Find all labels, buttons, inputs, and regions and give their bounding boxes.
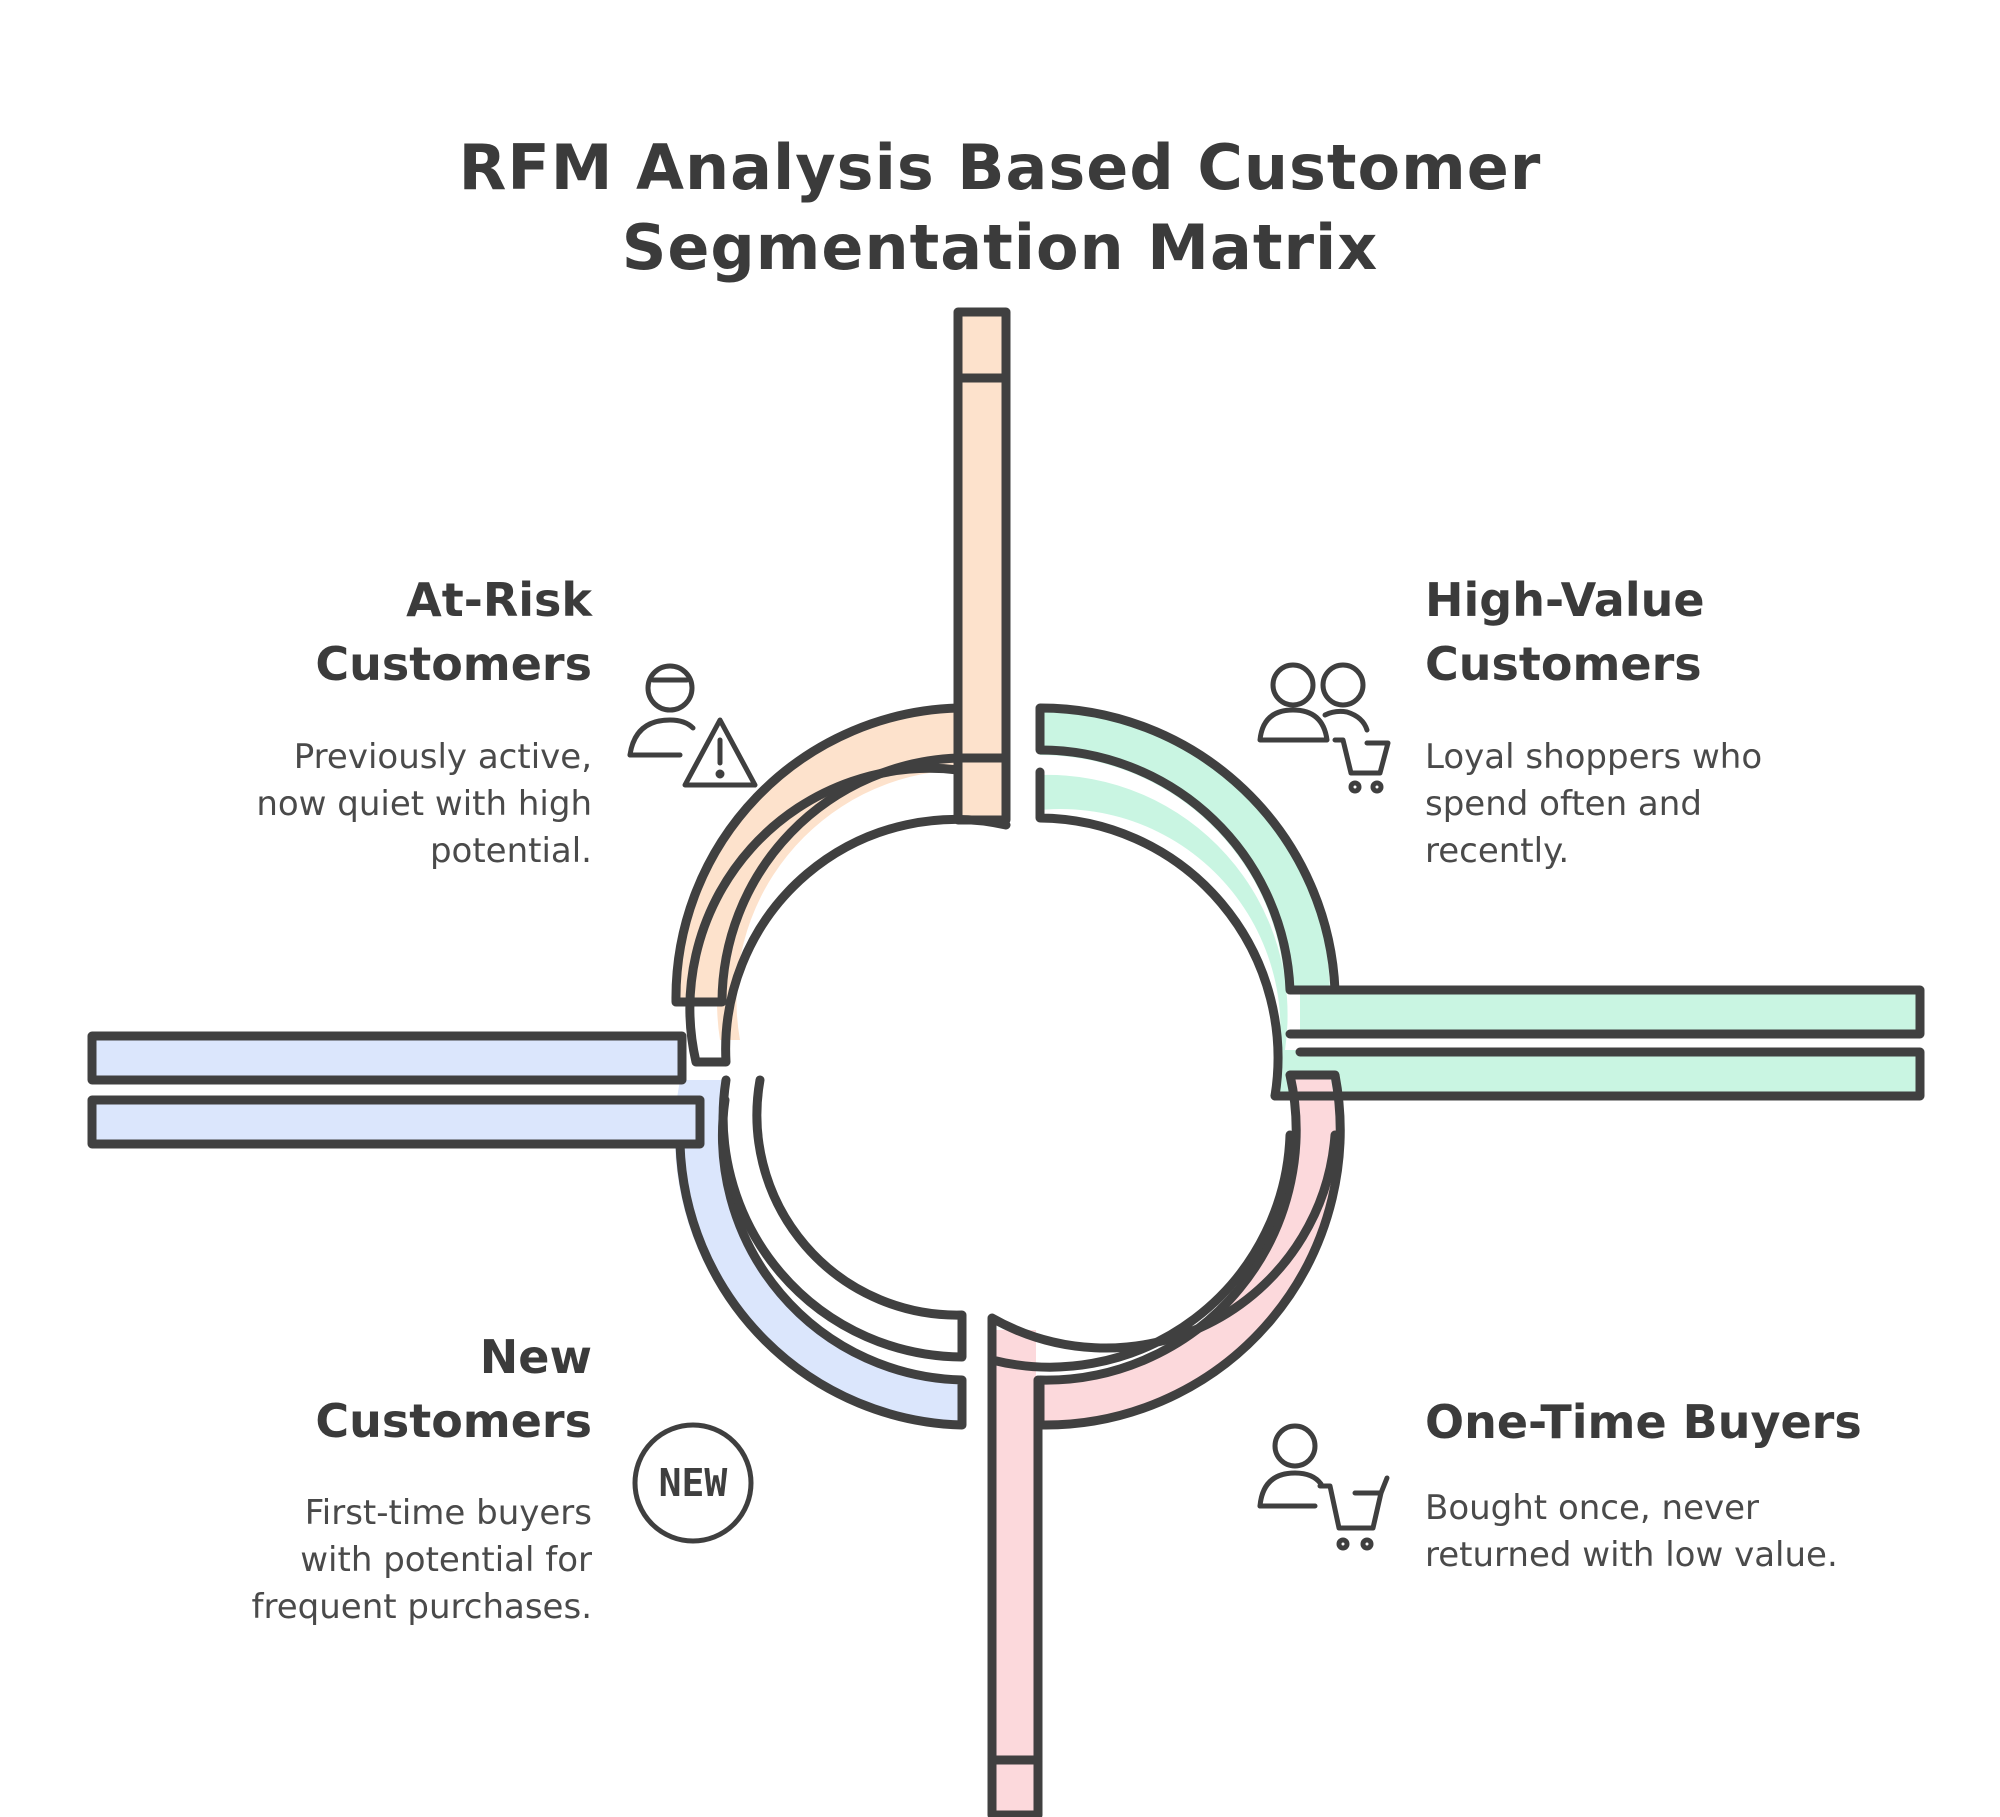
title-line-2: Segmentation Matrix (621, 211, 1379, 284)
quadrant-outlines (87, 307, 1925, 1817)
one-time-bar-outline (987, 1355, 1043, 1817)
new-desc-line-3: frequent purchases. (251, 1587, 592, 1627)
new-title: New Customers (200, 1325, 592, 1453)
at-risk-description: Previously active, now quiet with high p… (150, 734, 592, 875)
new-badge-icon: NEW (632, 1422, 754, 1544)
at-risk-arc-outline (671, 703, 963, 1007)
at-risk-title-line-1: At-Risk (406, 573, 592, 627)
new-arc-outline (675, 1095, 967, 1430)
one-time-desc-line-1: Bought once, never (1425, 1488, 1760, 1528)
people-cart-icon (1257, 662, 1391, 794)
new-description: First-time buyers with potential for fre… (150, 1490, 592, 1631)
at-risk-title-line-2: Customers (315, 637, 592, 691)
high-value-description: Loyal shoppers who spend often and recen… (1425, 734, 1945, 875)
one-time-description: Bought once, never returned with low val… (1425, 1485, 1985, 1579)
one-time-desc-line-2: returned with low value. (1425, 1535, 1838, 1575)
at-risk-band (672, 310, 1004, 1040)
person-warning-icon (627, 663, 758, 788)
new-desc-line-2: with potential for (300, 1540, 592, 1580)
center-ring (715, 780, 1285, 1350)
title-line-1: RFM Analysis Based Customer (458, 131, 1542, 204)
new-bar-outline (87, 1031, 687, 1085)
one-time-title: One-Time Buyers (1425, 1395, 1862, 1449)
new-title-line-1: New (479, 1330, 592, 1384)
high-value-desc-line-1: Loyal shoppers who (1425, 737, 1763, 777)
at-risk-bar-outline (953, 307, 1011, 825)
high-value-title: High-Value Customers (1425, 568, 1925, 696)
one-time-band (990, 1075, 1337, 1817)
quadrant-fills (92, 310, 1920, 1817)
high-value-title-line-1: High-Value (1425, 573, 1705, 627)
at-risk-title: At-Risk Customers (200, 568, 592, 696)
new-badge-text: NEW (659, 1461, 728, 1505)
high-value-bar-outline (1285, 985, 1925, 1039)
at-risk-desc-line-3: potential. (429, 831, 592, 871)
high-value-title-line-2: Customers (1425, 637, 1702, 691)
new-desc-line-1: First-time buyers (304, 1493, 592, 1533)
high-value-desc-line-3: recently. (1425, 831, 1570, 871)
high-value-band (1040, 707, 1920, 1096)
new-title-line-2: Customers (315, 1394, 592, 1448)
at-risk-desc-line-1: Previously active, (293, 737, 592, 777)
person-cart-icon (1257, 1423, 1390, 1551)
diagram-title: RFM Analysis Based Customer Segmentation… (0, 128, 2000, 288)
high-value-desc-line-2: spend often and (1425, 784, 1702, 824)
at-risk-desc-line-2: now quiet with high (256, 784, 592, 824)
